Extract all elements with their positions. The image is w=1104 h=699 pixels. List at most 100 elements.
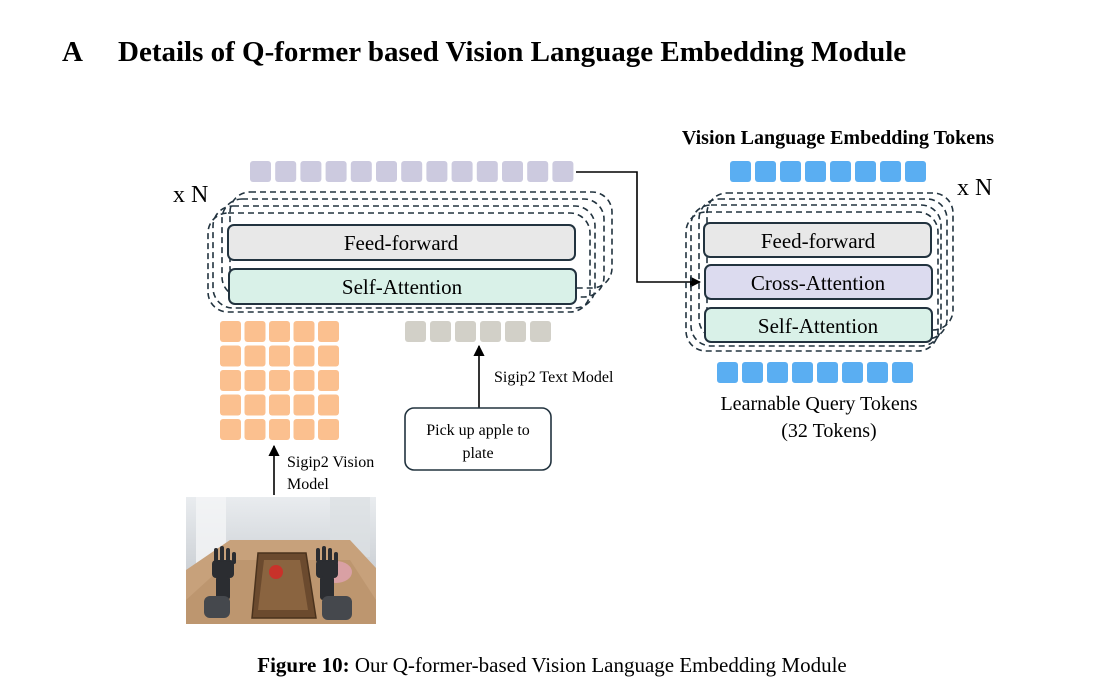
text-token [530,321,551,342]
text-token [455,321,476,342]
query-token [742,362,763,383]
left-output-token [451,161,473,182]
figure-caption-label: Figure 10: [257,653,350,677]
text-token-row [405,321,551,342]
left-output-token [502,161,523,182]
query-token [892,362,913,383]
left-output-tokens [250,161,574,182]
vision-token [318,370,339,391]
right-stack-frame-outer [690,204,942,347]
cross-attention-connector [576,171,702,288]
vision-token [220,419,241,440]
right-feed-forward-box [703,222,932,258]
section-heading: A Details of Q-former based Vision Langua… [62,36,906,69]
right-stack-frame-front [685,211,939,352]
vision-token [244,321,266,342]
left-stack-frame-front [207,212,591,313]
vision-token [293,370,315,391]
left-output-token [250,161,271,182]
right-self-attention-label: Self-Attention [758,314,879,338]
text-token [430,321,451,342]
right-feed-forward-label: Feed-forward [761,229,876,253]
right-output-token [805,161,826,182]
vision-token [220,345,241,367]
vision-token [269,345,290,367]
instruction-text-line1: Pick up apple to [426,422,530,439]
vision-token [318,345,339,367]
left-output-token [300,161,322,182]
right-output-token [880,161,901,182]
left-repeat-label: x N [173,182,208,208]
vision-token [269,321,290,342]
right-output-token [755,161,776,182]
right-output-token [855,161,876,182]
vision-encoder-label-line2: Model [287,476,329,493]
vision-token [244,419,266,440]
right-repeat-label: x N [957,175,992,201]
vision-token [244,370,266,391]
right-self-attention-block: Self-Attention [704,307,933,343]
right-cross-attention-box [704,264,933,300]
instruction-box: Pick up apple to plate [404,407,552,471]
left-stack-frame-outer [212,205,596,309]
left-self-attention-label: Self-Attention [342,275,463,299]
text-token [505,321,526,342]
right-output-token [905,161,926,182]
left-output-token [476,161,498,182]
right-self-attention-box [704,307,933,343]
query-token-row [717,362,913,383]
right-output-tokens [730,161,926,182]
left-feed-forward-block: Feed-forward [227,224,576,261]
query-tokens-label-line2: (32 Tokens) [781,420,876,442]
vision-token [269,394,290,416]
right-cross-attention-block: Cross-Attention [704,264,933,300]
text-encoder-label: Sigip2 Text Model [494,369,614,386]
left-output-token [401,161,423,182]
vision-token [220,370,241,391]
right-module-title: Vision Language Embedding Tokens [682,127,994,149]
text-token [405,321,426,342]
query-token [792,362,813,383]
query-token [767,362,788,383]
photo-tray-inner [258,560,308,610]
left-output-token [552,161,574,182]
text-token [480,321,501,342]
vision-token [318,394,339,416]
vision-token [318,321,339,342]
photo-apple [269,565,283,579]
vision-token [220,321,241,342]
robot-scene-image [186,497,376,624]
vision-token [293,321,315,342]
right-output-token [730,161,751,182]
right-cross-attention-label: Cross-Attention [751,271,886,295]
left-self-attention-block: Self-Attention [228,268,577,305]
figure-caption-text: Our Q-former-based Vision Language Embed… [354,653,847,677]
photo-robot-hand-left [204,546,236,618]
left-output-token [376,161,397,182]
right-output-token [830,161,851,182]
vision-token [293,419,315,440]
vision-token [244,345,266,367]
photo-robot-hand-right [316,546,352,620]
figure-caption: Figure 10: Our Q-former-based Vision Lan… [0,653,1104,678]
right-output-token [780,161,801,182]
left-output-token [527,161,549,182]
left-feed-forward-label: Feed-forward [344,231,459,255]
query-token [867,362,888,383]
right-feed-forward-block: Feed-forward [703,222,932,258]
left-feed-forward-box [227,224,576,261]
vision-token [269,370,290,391]
instruction-text-line2: plate [462,445,493,462]
query-token [717,362,738,383]
left-output-token [325,161,347,182]
section-letter: A [62,36,83,68]
query-token [817,362,838,383]
vision-token [269,419,290,440]
vision-token [220,394,241,416]
section-title: Details of Q-former based Vision Languag… [118,36,907,68]
vision-token-grid [220,321,339,440]
left-output-token [275,161,297,182]
left-output-token [350,161,372,182]
vision-token [293,394,315,416]
